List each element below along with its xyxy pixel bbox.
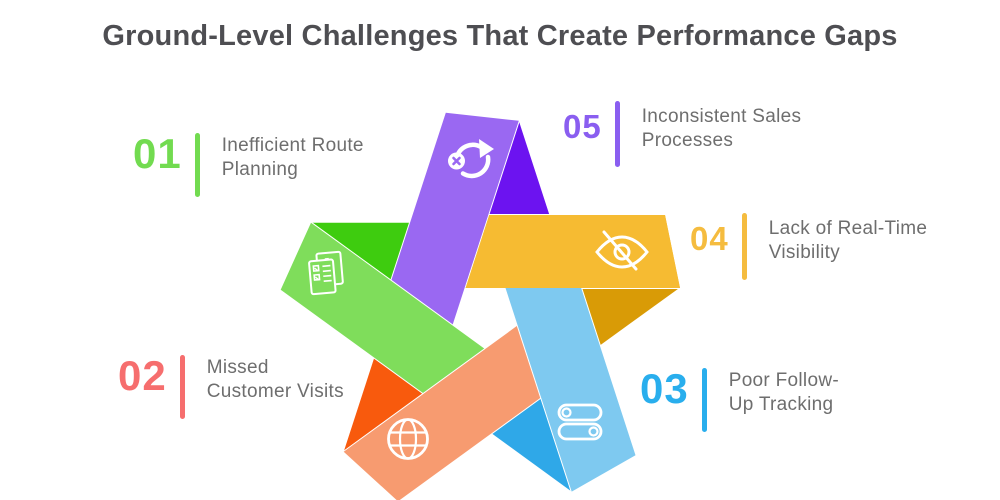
documents-icon (308, 250, 344, 296)
item-01-bar (194, 133, 200, 197)
item-02-bar (179, 355, 185, 419)
item-05: 05 Inconsistent Sales Processes (563, 101, 801, 167)
item-02: 02 Missed Customer Visits (118, 355, 344, 419)
toggles-icon (557, 403, 603, 441)
green-fold (311, 222, 414, 283)
page-title: Ground-Level Challenges That Create Perf… (102, 20, 898, 52)
item-05-bar (614, 101, 620, 167)
item-04: 04 Lack of Real-Time Visibility (690, 213, 927, 280)
item-04-label: Lack of Real-Time Visibility (768, 218, 928, 263)
purple-fold (487, 120, 551, 217)
globe-icon (387, 418, 429, 460)
item-03-bar (701, 368, 707, 432)
item-04-bar (741, 213, 747, 280)
item-02-label: Missed Customer Visits (206, 357, 344, 402)
sync-error-icon (448, 139, 494, 179)
item-01: 01 Inefficient Route Planning (133, 133, 364, 197)
eye-off-icon (595, 230, 649, 271)
item-04-number: 04 (690, 220, 729, 257)
item-05-label: Inconsistent Sales Processes (641, 106, 802, 151)
item-03: 03 Poor Follow- Up Tracking (640, 368, 839, 432)
item-05-number: 05 (563, 108, 602, 145)
item-02-number: 02 (118, 352, 167, 399)
yellow-strip-over-blue (465, 215, 680, 288)
item-03-label: Poor Follow- Up Tracking (728, 370, 839, 415)
item-01-label: Inefficient Route Planning (221, 135, 364, 180)
yellow-fold (578, 287, 680, 349)
item-01-number: 01 (133, 130, 182, 177)
item-03-number: 03 (640, 365, 689, 412)
